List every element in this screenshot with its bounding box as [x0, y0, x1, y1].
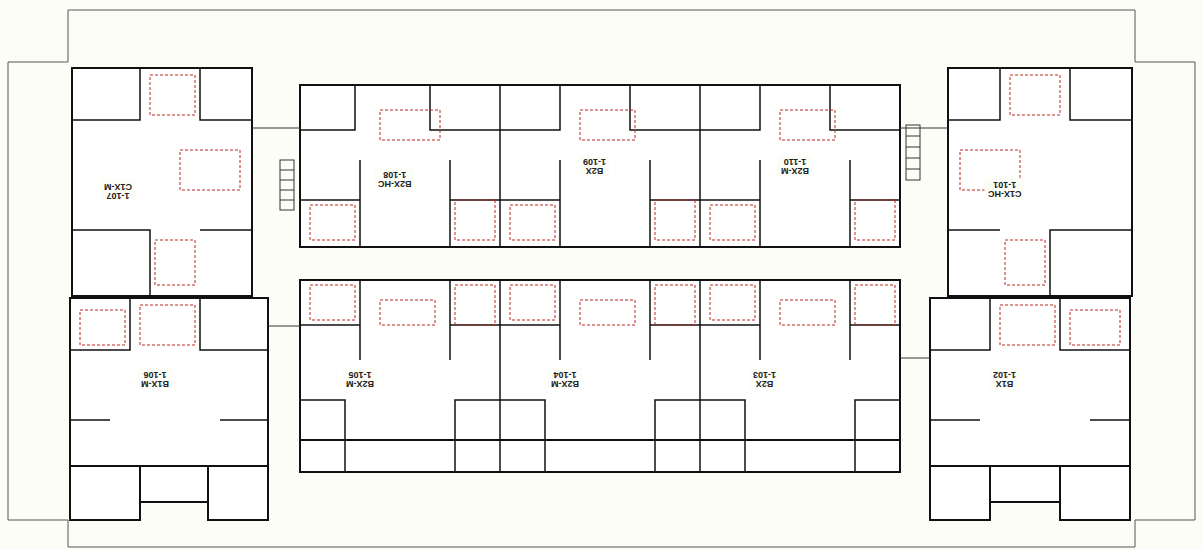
unit-number: 1-106	[144, 369, 167, 378]
unit-number: 1-104	[554, 369, 577, 378]
unit-type: B2X-M	[781, 165, 809, 174]
unit-number: 1-102	[993, 369, 1016, 378]
unit-label: B2X-M1-110	[778, 155, 812, 176]
unit-number: 1-105	[349, 369, 372, 378]
unit-type: B2X-M	[346, 378, 374, 387]
unit-number: 1-110	[784, 156, 807, 165]
unit-label: B1X-M1-106	[138, 368, 172, 389]
unit-type: B2X	[756, 378, 774, 387]
unit-type: B2X	[586, 165, 604, 174]
unit-label: B2X-M1-105	[343, 368, 377, 389]
unit-number: 1-101	[993, 179, 1016, 188]
unit-number: 1-108	[383, 169, 406, 178]
unit-type: C1X-HC	[988, 188, 1022, 197]
unit-type: 1-107	[107, 190, 130, 199]
unit-label: B1X1-102	[990, 368, 1019, 389]
unit-label: B2X-M1-104	[548, 368, 582, 389]
unit-type: B2X-HC	[378, 178, 412, 187]
unit-type: B2X-M	[551, 378, 579, 387]
unit-label: B2X1-109	[580, 155, 609, 176]
unit-type: B1X-M	[141, 378, 169, 387]
unit-number: C1X-M	[104, 181, 132, 190]
unit-label: B2X-HC1-108	[375, 168, 415, 189]
unit-number: 1-109	[583, 156, 606, 165]
unit-label: 1-107C1X-M	[101, 180, 135, 201]
unit-label: B2X1-103	[750, 368, 779, 389]
unit-label: C1X-HC1-101	[985, 178, 1025, 199]
unit-type: B1X	[996, 378, 1014, 387]
unit-number: 1-103	[753, 369, 776, 378]
